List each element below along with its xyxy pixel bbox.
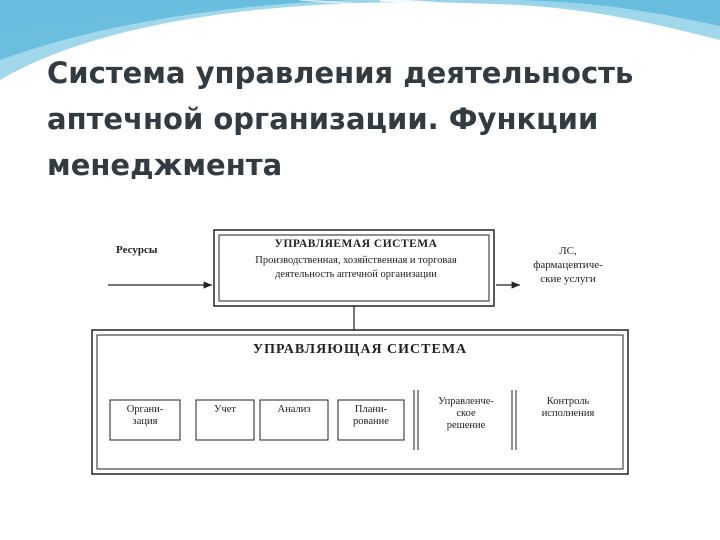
managed-system-box-inner <box>218 234 490 302</box>
function-label-execution-control: Контроль исполнения <box>520 396 616 420</box>
function-label-accounting: Учет <box>196 404 254 416</box>
header-swoosh-decoration <box>0 0 720 80</box>
output-label: ЛС, фармацевтиче- ские услуги <box>520 244 616 286</box>
slide-title-line-1: Система управления деятельность <box>47 56 634 90</box>
function-label-organization: Органи- зация <box>110 404 180 428</box>
managing-system-title: УПРАВЛЯЮЩАЯ СИСТЕМА <box>252 342 468 357</box>
managing-system-box-outer <box>91 329 629 475</box>
function-label-line: Анализ <box>277 404 311 415</box>
managing-system-box-inner <box>96 334 624 470</box>
management-system-diagram: Ресурсы ЛС, фармацевтиче- ские услуги УП… <box>50 196 665 488</box>
function-label-line: решение <box>446 420 486 431</box>
function-label-line: исполнения <box>541 408 595 419</box>
managed-system-description: Производственная, хозяйственная и торгов… <box>216 254 496 282</box>
slide-title: Система управления деятельность аптечной… <box>47 50 687 188</box>
input-label: Ресурсы <box>116 244 158 256</box>
managed-system-desc-line: деятельность аптечной организации <box>275 269 437 280</box>
function-box-accounting <box>195 399 255 441</box>
function-label-line: зация <box>132 416 158 427</box>
slide-title-line-2: аптечной организации. Функции <box>47 102 599 136</box>
output-label-line: фармацевтиче- <box>533 259 603 271</box>
function-label-line: Плани- <box>354 404 388 415</box>
managed-system-desc-line: Производственная, хозяйственная и торгов… <box>255 255 457 266</box>
function-label-line: Управленче- <box>438 396 494 407</box>
function-box-organization <box>109 399 181 441</box>
function-label-planning: Плани- рование <box>338 404 404 428</box>
function-label-analysis: Анализ <box>260 404 328 416</box>
output-label-line: ЛС, <box>559 245 577 257</box>
function-label-line: рование <box>353 416 389 427</box>
slide-title-line-3: менеджмента <box>47 148 283 182</box>
diagram-shapes <box>91 229 629 475</box>
output-label-line: ские услуги <box>540 273 596 285</box>
managed-system-title: УПРАВЛЯЕМАЯ СИСТЕМА <box>274 238 438 250</box>
function-label-line: Учет <box>214 404 236 415</box>
function-box-planning <box>337 399 405 441</box>
function-label-line: Органи- <box>126 404 164 415</box>
function-label-line: Контроль <box>546 396 590 407</box>
function-label-line: ское <box>456 408 476 419</box>
function-label-management-decision: Управленче- ское решение <box>424 396 508 432</box>
function-box-analysis <box>259 399 329 441</box>
